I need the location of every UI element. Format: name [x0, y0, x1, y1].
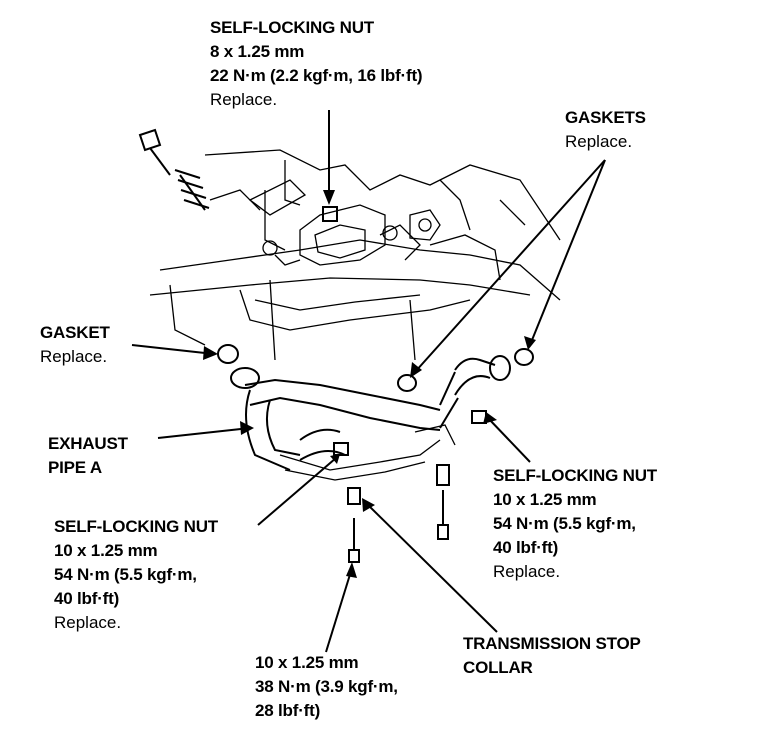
callout-top-nut: SELF-LOCKING NUT 8 x 1.25 mm 22 N·m (2.2…: [210, 16, 423, 112]
callout-line1: TRANSMISSION STOP: [463, 634, 641, 653]
callout-title: SELF-LOCKING NUT: [493, 466, 657, 485]
callout-right-nut: SELF-LOCKING NUT 10 x 1.25 mm 54 N·m (5.…: [493, 464, 657, 584]
exhaust-pipe-a: [230, 355, 511, 481]
callout-note: Replace.: [54, 613, 122, 632]
callout-size: 10 x 1.25 mm: [493, 490, 597, 509]
callout-gasket: GASKET Replace.: [40, 321, 110, 369]
callout-torque1: 54 N·m (5.5 kgf·m,: [54, 565, 197, 584]
callout-note: Replace.: [565, 132, 633, 151]
callout-bolt: 10 x 1.25 mm 38 N·m (3.9 kgf·m, 28 lbf·f…: [255, 651, 398, 723]
callout-title: SELF-LOCKING NUT: [210, 18, 374, 37]
callout-title: GASKETS: [565, 108, 646, 127]
callout-line2: PIPE A: [48, 458, 102, 477]
stud-icon: [436, 464, 450, 486]
callout-note: Replace.: [210, 90, 278, 109]
callout-torque2: 40 lbf·ft): [54, 589, 120, 608]
callout-gaskets: GASKETS Replace.: [565, 106, 646, 154]
bolt-head-icon: [348, 549, 360, 563]
callout-note: Replace.: [493, 562, 561, 581]
gasket-left-icon: [217, 344, 239, 364]
gasket-right-icon: [514, 348, 534, 366]
gasket-mid-icon: [397, 374, 417, 392]
engine-subframe: [149, 149, 561, 361]
callout-torque2: 40 lbf·ft): [493, 538, 559, 557]
callout-note: Replace.: [40, 347, 108, 366]
callout-size: 10 x 1.25 mm: [54, 541, 158, 560]
callout-exhaust-pipe: EXHAUST PIPE A: [48, 432, 128, 480]
callout-title: SELF-LOCKING NUT: [54, 517, 218, 536]
callout-torque1: 38 N·m (3.9 kgf·m,: [255, 677, 398, 696]
callout-size: 10 x 1.25 mm: [255, 653, 359, 672]
leaders: [131, 110, 606, 653]
callout-collar: TRANSMISSION STOP COLLAR: [463, 632, 641, 680]
callout-left-nut: SELF-LOCKING NUT 10 x 1.25 mm 54 N·m (5.…: [54, 515, 218, 635]
callout-torque2: 28 lbf·ft): [255, 701, 321, 720]
callout-torque1: 54 N·m (5.5 kgf·m,: [493, 514, 636, 533]
callout-line2: COLLAR: [463, 658, 533, 677]
hardware: [217, 206, 534, 563]
callout-torque: 22 N·m (2.2 kgf·m, 16 lbf·ft): [210, 66, 423, 85]
collar-icon: [347, 487, 361, 505]
callout-title: GASKET: [40, 323, 110, 342]
callout-size: 8 x 1.25 mm: [210, 42, 305, 61]
spring-bolt: [138, 128, 210, 211]
callout-line1: EXHAUST: [48, 434, 128, 453]
top-nut-icon: [322, 206, 338, 222]
left-nut-icon: [333, 442, 349, 456]
